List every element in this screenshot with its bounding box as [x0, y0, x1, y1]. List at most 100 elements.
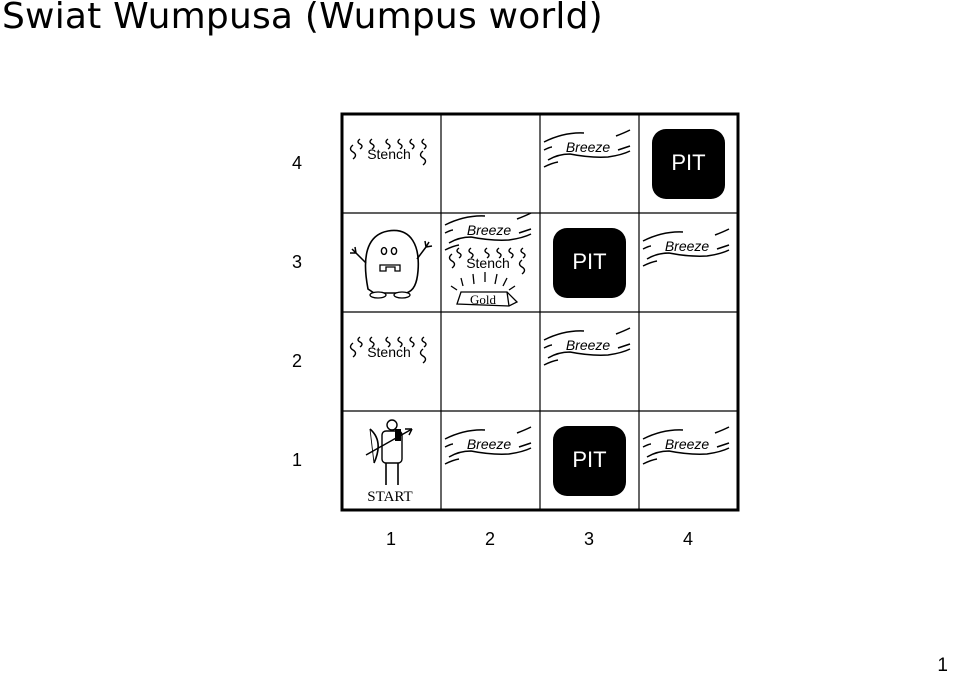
cell-2-1: Breeze — [444, 426, 532, 465]
stench-wave — [520, 247, 526, 259]
breeze-wave — [444, 215, 486, 226]
stench-label: Stench — [367, 344, 411, 360]
breeze-wave — [444, 229, 454, 234]
breeze-wave — [716, 442, 730, 448]
breeze-wave — [642, 443, 652, 448]
agent-bow — [369, 428, 379, 464]
cell-1-4: Stench — [349, 138, 427, 166]
gold-bar-edge — [506, 291, 510, 307]
cell-1-3 — [350, 229, 433, 299]
breeze-wave — [714, 228, 730, 236]
breeze-wave — [543, 161, 559, 168]
agent-quiver — [395, 429, 401, 441]
stench-label: Stench — [466, 255, 510, 271]
gold-ray — [508, 285, 516, 291]
stench-wave — [385, 138, 391, 150]
col-label: 3 — [584, 529, 594, 549]
row-label: 2 — [292, 351, 302, 371]
stench-wave — [357, 138, 363, 150]
gold-label: Gold — [470, 292, 497, 307]
pit-block — [652, 129, 725, 199]
gold-bar — [456, 291, 519, 307]
agent-head — [386, 419, 398, 431]
breeze-label: Breeze — [665, 238, 710, 254]
stench-wave — [357, 336, 363, 348]
stench-wave — [409, 138, 415, 150]
stench-marker: Stench — [349, 336, 427, 364]
breeze-wave — [642, 260, 658, 267]
breeze-wave — [444, 244, 460, 251]
wumpus-body — [364, 229, 420, 294]
breeze-label: Breeze — [467, 436, 512, 452]
wumpus-eye — [390, 246, 398, 256]
stench-wave — [419, 150, 427, 166]
page-title: Świat Wumpusa (Wumpus world) — [2, 0, 603, 37]
pit-marker: PIT — [553, 426, 626, 496]
breeze-wave — [617, 145, 631, 151]
cell-4-4: PIT — [652, 129, 725, 199]
agent-icon — [365, 419, 413, 485]
stench-wave — [421, 138, 427, 150]
breeze-wave — [444, 458, 460, 465]
breeze-marker: Breeze — [543, 327, 631, 366]
wumpus-foot — [369, 291, 387, 299]
stench-wave — [385, 336, 391, 348]
stench-wave — [468, 247, 474, 259]
row-label: 4 — [292, 153, 302, 173]
cell-3-4: Breeze — [543, 129, 631, 168]
stench-wave — [484, 247, 490, 259]
wumpus-arm — [416, 240, 433, 260]
breeze-label: Breeze — [467, 222, 512, 238]
pit-block — [553, 228, 626, 298]
breeze-wave — [547, 150, 631, 161]
breeze-marker: Breeze — [642, 228, 730, 267]
stench-wave — [421, 336, 427, 348]
wumpus-icon — [350, 229, 433, 299]
breeze-wave — [516, 426, 532, 434]
cell-1-2: Stench — [349, 336, 427, 364]
wumpus-eye — [380, 246, 388, 256]
breeze-wave — [642, 429, 684, 440]
cell-3-2: Breeze — [543, 327, 631, 366]
gold-marker: Gold — [450, 272, 519, 307]
agent-bowstring — [369, 428, 375, 464]
cell-3-1: PIT — [553, 426, 626, 496]
breeze-wave — [448, 447, 532, 458]
breeze-marker: Breeze — [543, 129, 631, 168]
breeze-wave — [617, 343, 631, 349]
gold-ray — [502, 277, 508, 287]
breeze-wave — [615, 129, 631, 137]
cell-3-3: PIT — [553, 228, 626, 298]
pit-label: PIT — [572, 447, 606, 472]
page-number: 1 — [937, 655, 948, 676]
breeze-wave — [543, 344, 553, 349]
breeze-wave — [543, 146, 553, 151]
col-label: 2 — [485, 529, 495, 549]
breeze-wave — [547, 348, 631, 359]
gold-ray — [460, 277, 464, 287]
stench-wave — [448, 253, 456, 269]
cell-1-1: START — [365, 419, 413, 505]
stench-wave — [496, 247, 502, 259]
stench-wave — [397, 138, 403, 150]
stench-wave — [508, 247, 514, 259]
wumpus-arm — [350, 246, 367, 264]
breeze-label: Breeze — [566, 139, 611, 155]
breeze-wave — [615, 327, 631, 335]
gold-ray — [450, 285, 458, 291]
start-label: START — [367, 489, 412, 505]
breeze-wave — [642, 245, 652, 250]
row-label: 3 — [292, 252, 302, 272]
breeze-marker: Breeze — [444, 426, 532, 465]
breeze-wave — [646, 447, 730, 458]
stench-wave — [349, 144, 357, 160]
cell-4-3: Breeze — [642, 228, 730, 267]
pit-label: PIT — [572, 249, 606, 274]
pit-block — [553, 426, 626, 496]
col-label: 1 — [386, 529, 396, 549]
gold-ray — [494, 273, 498, 285]
wumpus-foot — [393, 291, 411, 299]
breeze-wave — [642, 458, 658, 465]
